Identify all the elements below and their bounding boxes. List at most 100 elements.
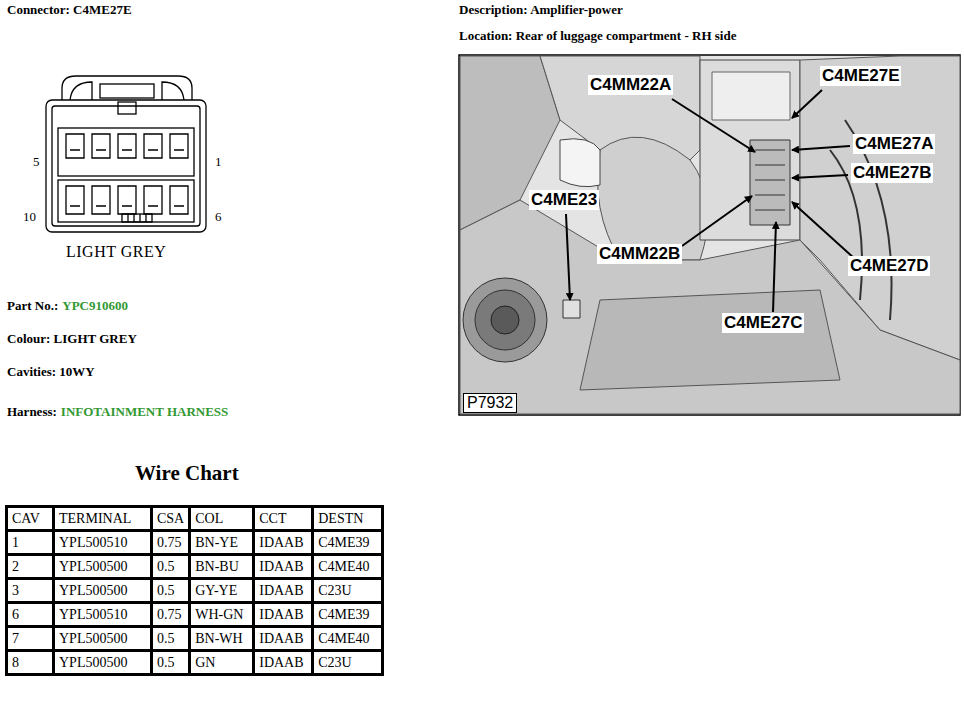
callout-label: C4ME27A	[853, 134, 935, 154]
cell-text: 8	[12, 655, 19, 670]
cell-text: WH-GN	[195, 607, 243, 622]
table-cell: 0.75	[152, 603, 190, 627]
table-cell: IDAAB	[254, 651, 313, 675]
table-cell: IDAAB	[254, 555, 313, 579]
cell-text: 2	[12, 559, 19, 574]
cell-text: C4ME40	[318, 631, 369, 646]
cell-text: 0.5	[157, 583, 175, 598]
field-label: Harness:	[7, 405, 57, 420]
field-line: Cavities: 10WY	[7, 365, 95, 380]
location-line: Location: Rear of luggage compartment - …	[459, 29, 736, 44]
cell-text: IDAAB	[259, 607, 303, 622]
table-row: 6 YPL500510 0.75 WH-GN IDAAB C4ME39	[7, 603, 383, 627]
table-cell: 1	[7, 531, 54, 555]
table-cell: BN-BU	[190, 555, 254, 579]
cell-text: DESTN	[318, 511, 363, 526]
table-cell: IDAAB	[254, 603, 313, 627]
cell-text: COL	[195, 511, 223, 526]
cell-text: IDAAB	[259, 631, 303, 646]
table-row: 1 YPL500510 0.75 BN-YE IDAAB C4ME39	[7, 531, 383, 555]
table-row: 8 YPL500500 0.5 GN IDAAB C23U	[7, 651, 383, 675]
cell-text: C4ME40	[318, 559, 369, 574]
table-cell: BN-YE	[190, 531, 254, 555]
cell-text: C23U	[318, 655, 351, 670]
description-line: Description: Amplifier-power	[459, 3, 623, 18]
field-line: Colour: LIGHT GREY	[7, 332, 137, 347]
cell-text: TERMINAL	[59, 511, 131, 526]
table-cell: YPL500500	[54, 555, 152, 579]
table-cell: 0.5	[152, 627, 190, 651]
connector-colour-label: LIGHT GREY	[66, 243, 166, 261]
table-row: 3 YPL500500 0.5 GY-YE IDAAB C23U	[7, 579, 383, 603]
table-cell: 0.5	[152, 555, 190, 579]
field-value: YPC910600	[62, 299, 128, 314]
cell-text: YPL500500	[59, 583, 127, 598]
table-cell: 6	[7, 603, 54, 627]
cell-text: CCT	[259, 511, 286, 526]
table-cell: IDAAB	[254, 531, 313, 555]
table-cell: BN-WH	[190, 627, 254, 651]
table-cell: C23U	[313, 579, 383, 603]
table-cell: C4ME40	[313, 555, 383, 579]
cell-text: 0.75	[157, 607, 182, 622]
cell-text: BN-YE	[195, 535, 238, 550]
pin-number: 1	[215, 155, 222, 170]
table-cell: TERMINAL	[54, 507, 152, 531]
table-cell: YPL500500	[54, 651, 152, 675]
callout-label: C4ME27B	[851, 163, 933, 183]
figure-number: P7932	[463, 393, 517, 413]
field-value: INFOTAINMENT HARNESS	[61, 405, 228, 420]
pin-number: 6	[215, 210, 222, 225]
leader-lines	[566, 90, 855, 312]
table-cell: 3	[7, 579, 54, 603]
cell-text: GY-YE	[195, 583, 237, 598]
table-cell: GN	[190, 651, 254, 675]
table-cell: IDAAB	[254, 627, 313, 651]
cell-text: BN-BU	[195, 559, 239, 574]
cell-text: 0.5	[157, 655, 175, 670]
cell-text: YPL500510	[59, 607, 127, 622]
table-cell: 8	[7, 651, 54, 675]
cell-text: 7	[12, 631, 19, 646]
table-cell: YPL500500	[54, 627, 152, 651]
table-cell: CSA	[152, 507, 190, 531]
table-cell: WH-GN	[190, 603, 254, 627]
pin-number: 10	[23, 210, 36, 225]
callout-label: C4ME23	[529, 190, 599, 210]
cell-text: YPL500500	[59, 631, 127, 646]
table-row: 2 YPL500500 0.5 BN-BU IDAAB C4ME40	[7, 555, 383, 579]
table-cell: COL	[190, 507, 254, 531]
cell-text: 0.5	[157, 631, 175, 646]
wire-chart-table: CAVTERMINALCSACOLCCTDESTN1YPL5005100.75B…	[5, 505, 384, 676]
table-cell: C23U	[313, 651, 383, 675]
table-cell: DESTN	[313, 507, 383, 531]
callout-label: C4MM22A	[588, 75, 673, 95]
vehicle-illustration	[459, 55, 960, 415]
cell-text: GN	[195, 655, 215, 670]
cell-text: YPL500500	[59, 559, 127, 574]
pin-number: 5	[33, 155, 40, 170]
table-cell: IDAAB	[254, 579, 313, 603]
cell-text: 0.5	[157, 559, 175, 574]
cell-text: 1	[12, 535, 19, 550]
cell-text: CAV	[12, 511, 40, 526]
table-row: CAV TERMINAL CSA COL CCT DESTN	[7, 507, 383, 531]
callout-label: C4ME27E	[820, 66, 901, 86]
cell-text: IDAAB	[259, 583, 303, 598]
cell-text: BN-WH	[195, 631, 242, 646]
cell-text: 6	[12, 607, 19, 622]
table-cell: YPL500510	[54, 603, 152, 627]
table-cell: 0.75	[152, 531, 190, 555]
table-cell: YPL500500	[54, 579, 152, 603]
cell-text: YPL500510	[59, 535, 127, 550]
table-cell: 7	[7, 627, 54, 651]
table-heading: Wire Chart	[135, 461, 239, 485]
cell-text: C23U	[318, 583, 351, 598]
table-cell: 0.5	[152, 579, 190, 603]
cell-text: C4ME39	[318, 535, 369, 550]
table-cell: C4ME39	[313, 603, 383, 627]
table-row: 7 YPL500500 0.5 BN-WH IDAAB C4ME40	[7, 627, 383, 651]
cell-text: IDAAB	[259, 655, 303, 670]
